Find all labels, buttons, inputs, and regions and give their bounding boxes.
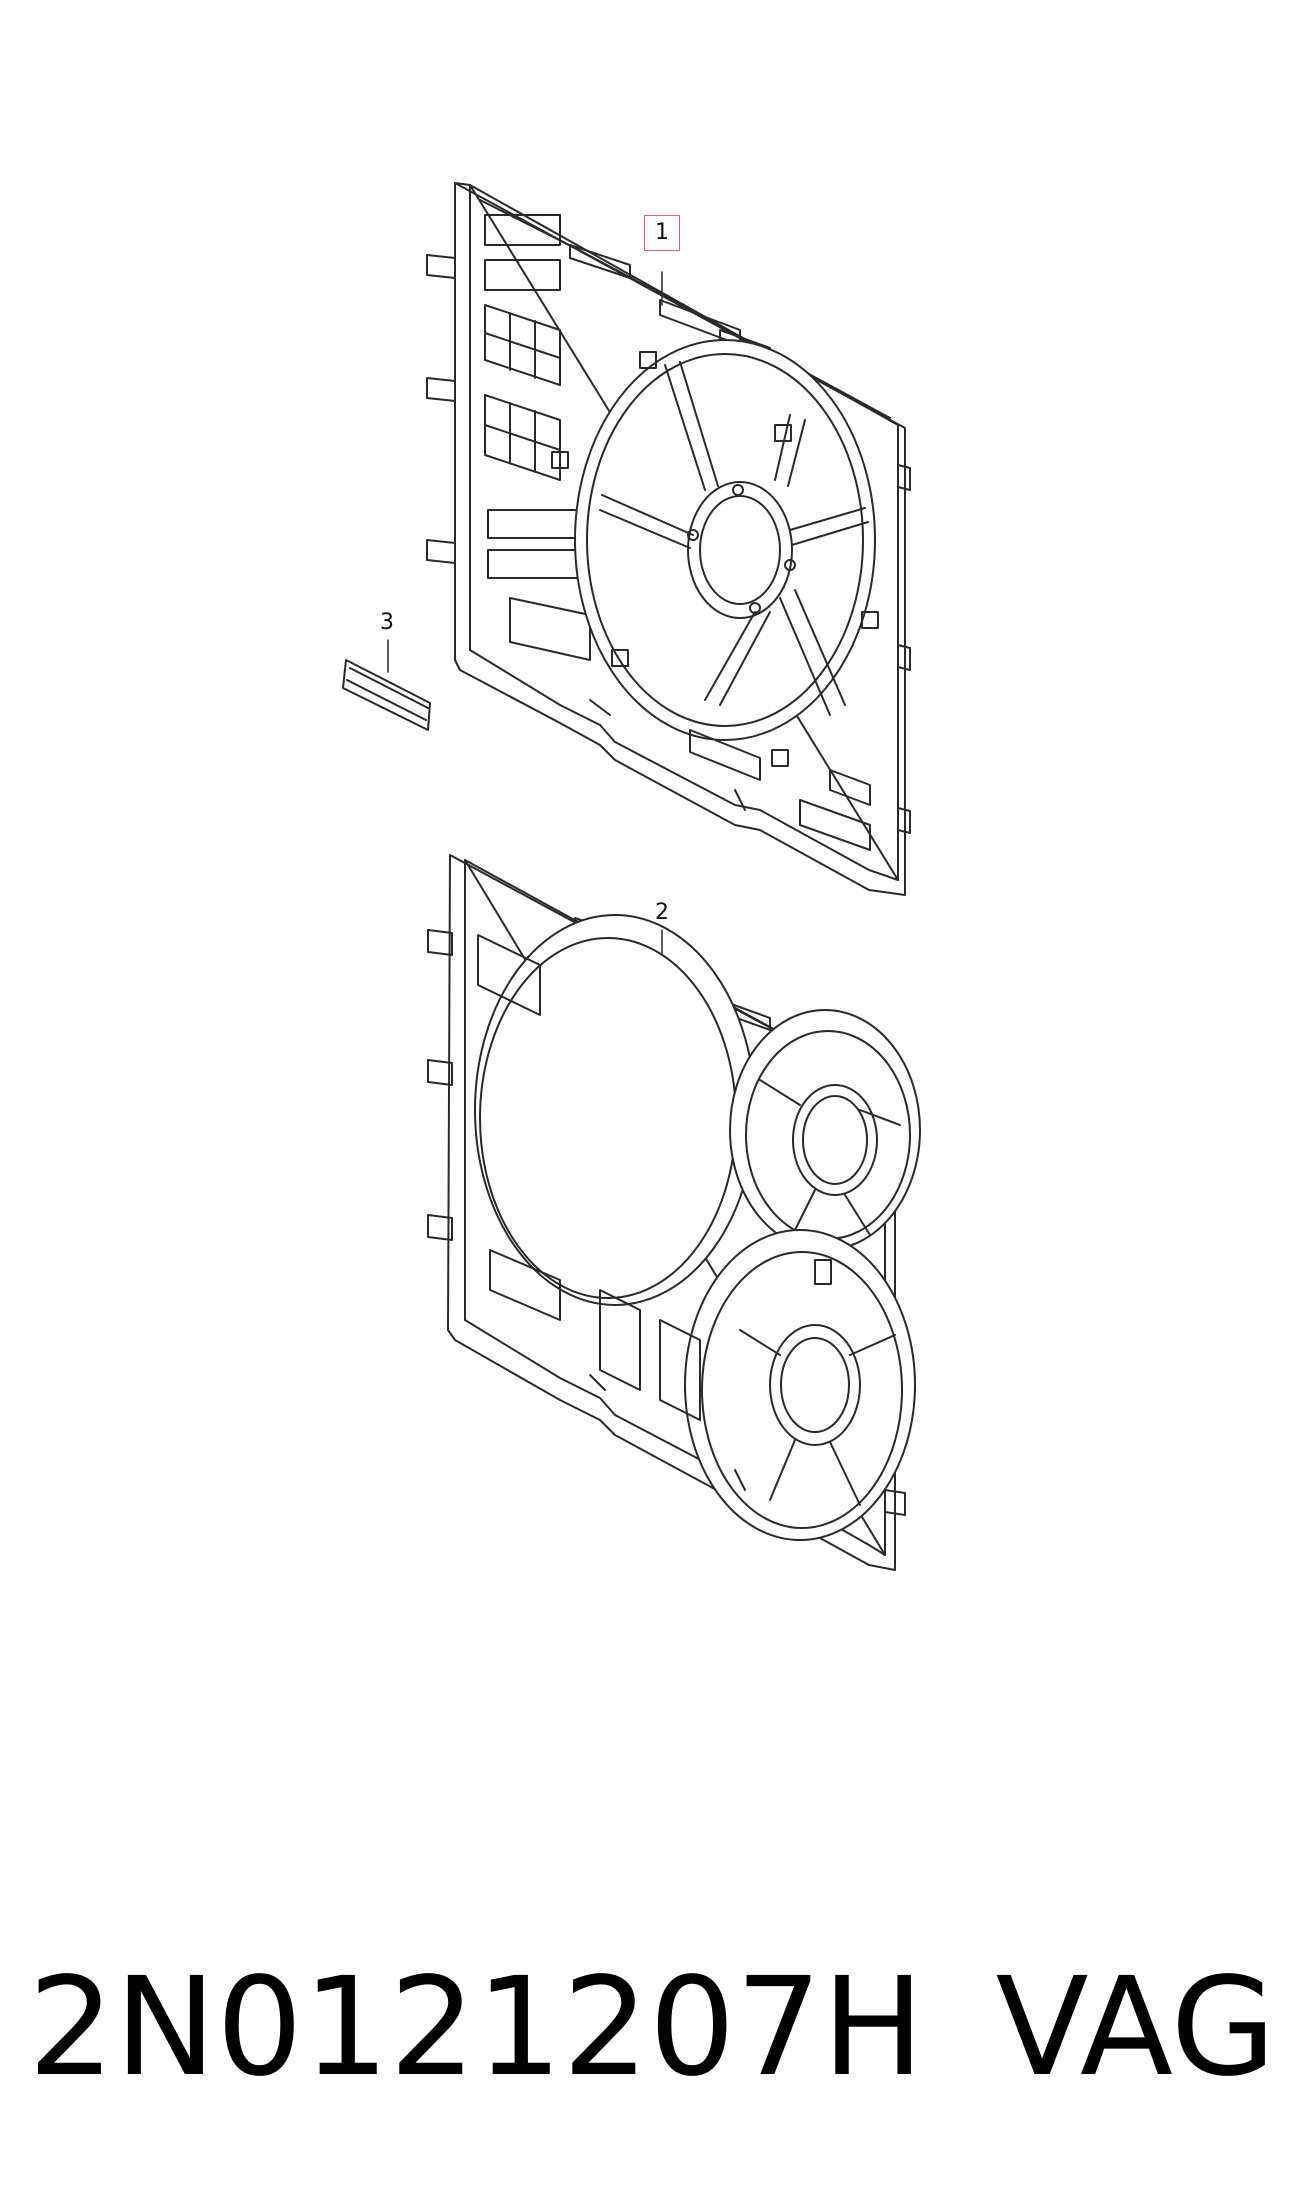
callout-3: 3 [380, 610, 394, 635]
footer: 2N0121207H VAG [0, 1960, 1300, 2120]
fan-shroud-lower [427, 854, 921, 1571]
fan-shroud-upper [426, 182, 911, 896]
exploded-parts-diagram [342, 182, 921, 1571]
callout-2: 2 [655, 900, 669, 925]
part-number: 2N0121207H [28, 1949, 925, 2107]
callout-1: 1 [644, 215, 680, 251]
seal-strip [342, 639, 431, 731]
brand-label: VAG [995, 1949, 1276, 2107]
